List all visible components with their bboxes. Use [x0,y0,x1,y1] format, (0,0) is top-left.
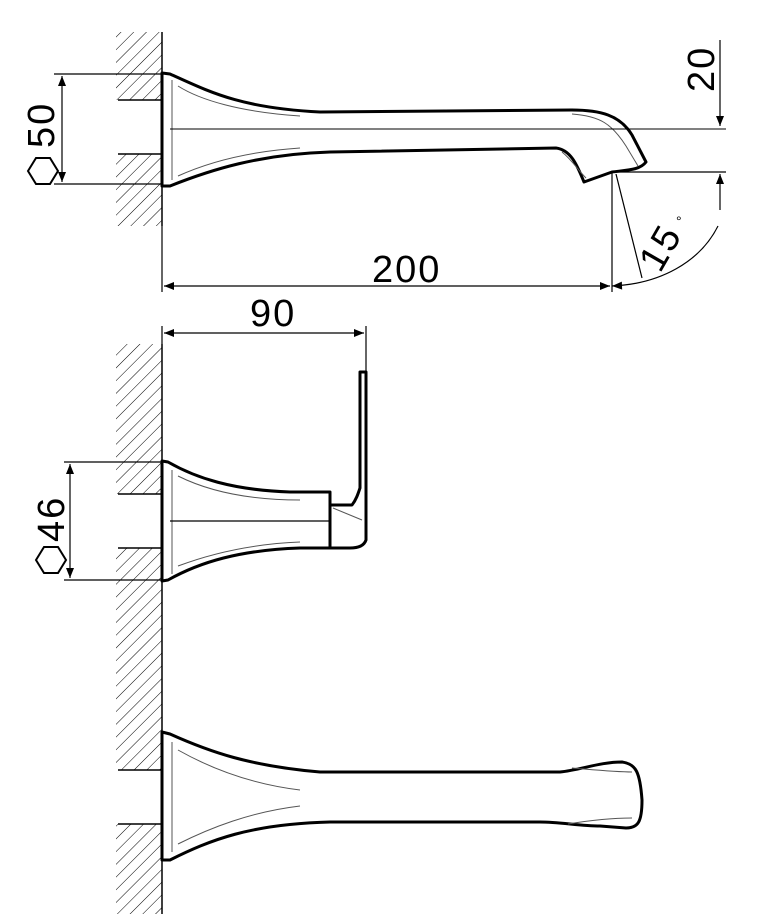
hex-size-label-middle: 46 [31,496,73,542]
bottom-view [160,730,644,862]
spout-projection-label: 200 [372,249,441,291]
wall-hatch-top [116,32,163,226]
height-dimension-20: 20 [614,40,726,210]
angle-dimension-15: 15 ° [611,173,719,290]
hexagon-icon [34,546,68,574]
spout-top-outline [160,730,644,862]
mixer-handle [328,370,368,550]
hexagon-icon [26,157,60,185]
mixer-body-outline [160,459,332,583]
middle-view: 46 90 [31,293,368,914]
hex-size-label-top: 50 [21,102,63,148]
projection-dimension-90: 90 [161,293,367,372]
degree-symbol: ° [676,213,682,229]
hex-dimension-50: 50 [21,73,162,185]
projection-dimension-200: 200 [161,172,613,292]
height-offset-label: 20 [681,46,723,92]
handle-projection-label: 90 [250,293,296,335]
wall-hatch-middle [116,344,163,914]
hex-dimension-46: 46 [31,461,162,581]
top-view: 50 20 200 15 ° [21,32,726,292]
